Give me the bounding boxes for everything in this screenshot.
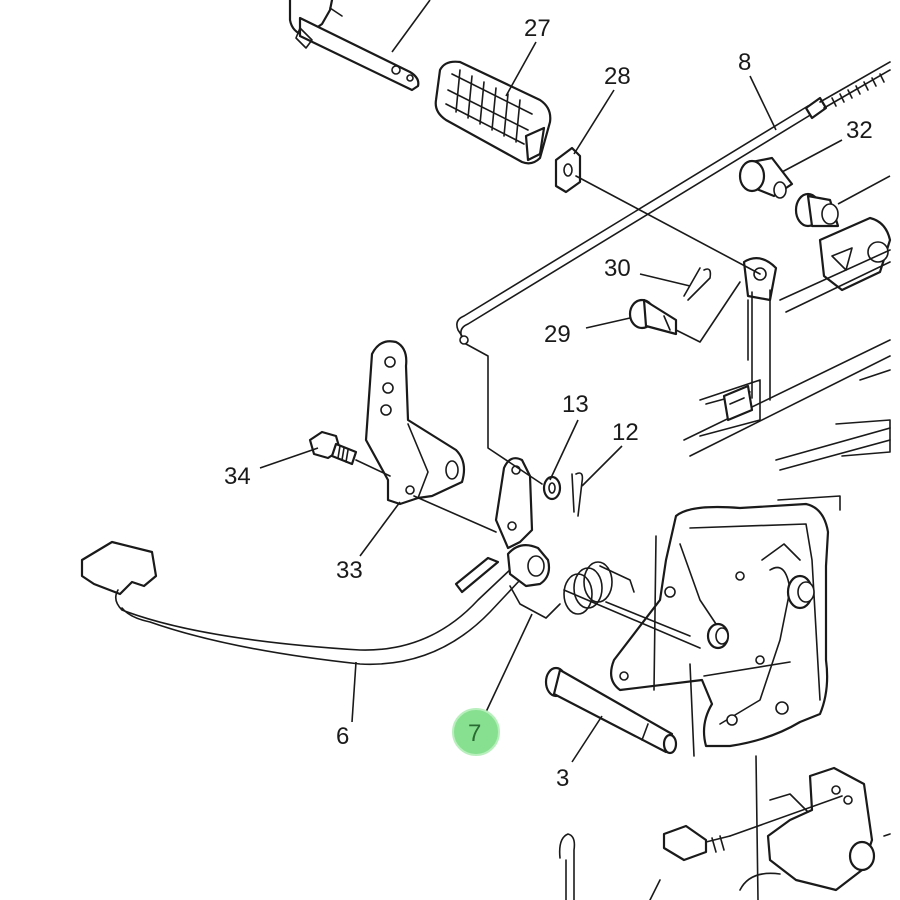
highlight-marker[interactable]: 7 — [452, 708, 500, 756]
upper-bracket — [364, 340, 466, 506]
washer-28 — [554, 146, 582, 194]
label-28: 28 — [604, 63, 631, 90]
cotter-pin-30 — [683, 267, 712, 301]
part-labels: 27 28 8 32 30 29 13 12 34 33 6 3 — [224, 15, 873, 792]
label-34: 34 — [224, 463, 251, 490]
bush — [794, 192, 840, 228]
label-27: 27 — [524, 15, 551, 42]
label-13: 13 — [562, 391, 589, 418]
frame — [683, 216, 892, 511]
bolt-34 — [308, 430, 358, 466]
washer-13 — [542, 475, 562, 501]
label-33: 33 — [336, 557, 363, 584]
brake-rod — [456, 61, 891, 345]
cotter-pin-12 — [571, 472, 584, 517]
label-3: 3 — [556, 765, 569, 792]
return-spring — [509, 561, 635, 619]
label-12: 12 — [612, 419, 639, 446]
collar-32 — [738, 156, 794, 199]
clevis-pin-29 — [628, 298, 678, 336]
pivot-shaft — [544, 666, 678, 755]
label-6: 6 — [336, 723, 349, 750]
highlight-circle — [452, 708, 500, 756]
label-30: 30 — [604, 255, 631, 282]
top-left-bracket — [288, 0, 420, 92]
lower-spring-hook — [558, 833, 576, 900]
label-8: 8 — [738, 49, 751, 76]
label-29: 29 — [544, 321, 571, 348]
brake-pedal — [80, 540, 551, 666]
lower-right-bracket — [739, 755, 891, 900]
label-32: 32 — [846, 117, 873, 144]
main-bracket-plate — [609, 502, 830, 757]
label-7: 7 — [468, 720, 481, 747]
leader-lines — [259, 0, 891, 763]
assembly-lines — [355, 175, 761, 649]
footrest-rubber — [434, 60, 552, 165]
pedal-lever-arm — [454, 457, 534, 594]
brake-switch-fitting — [649, 795, 843, 900]
